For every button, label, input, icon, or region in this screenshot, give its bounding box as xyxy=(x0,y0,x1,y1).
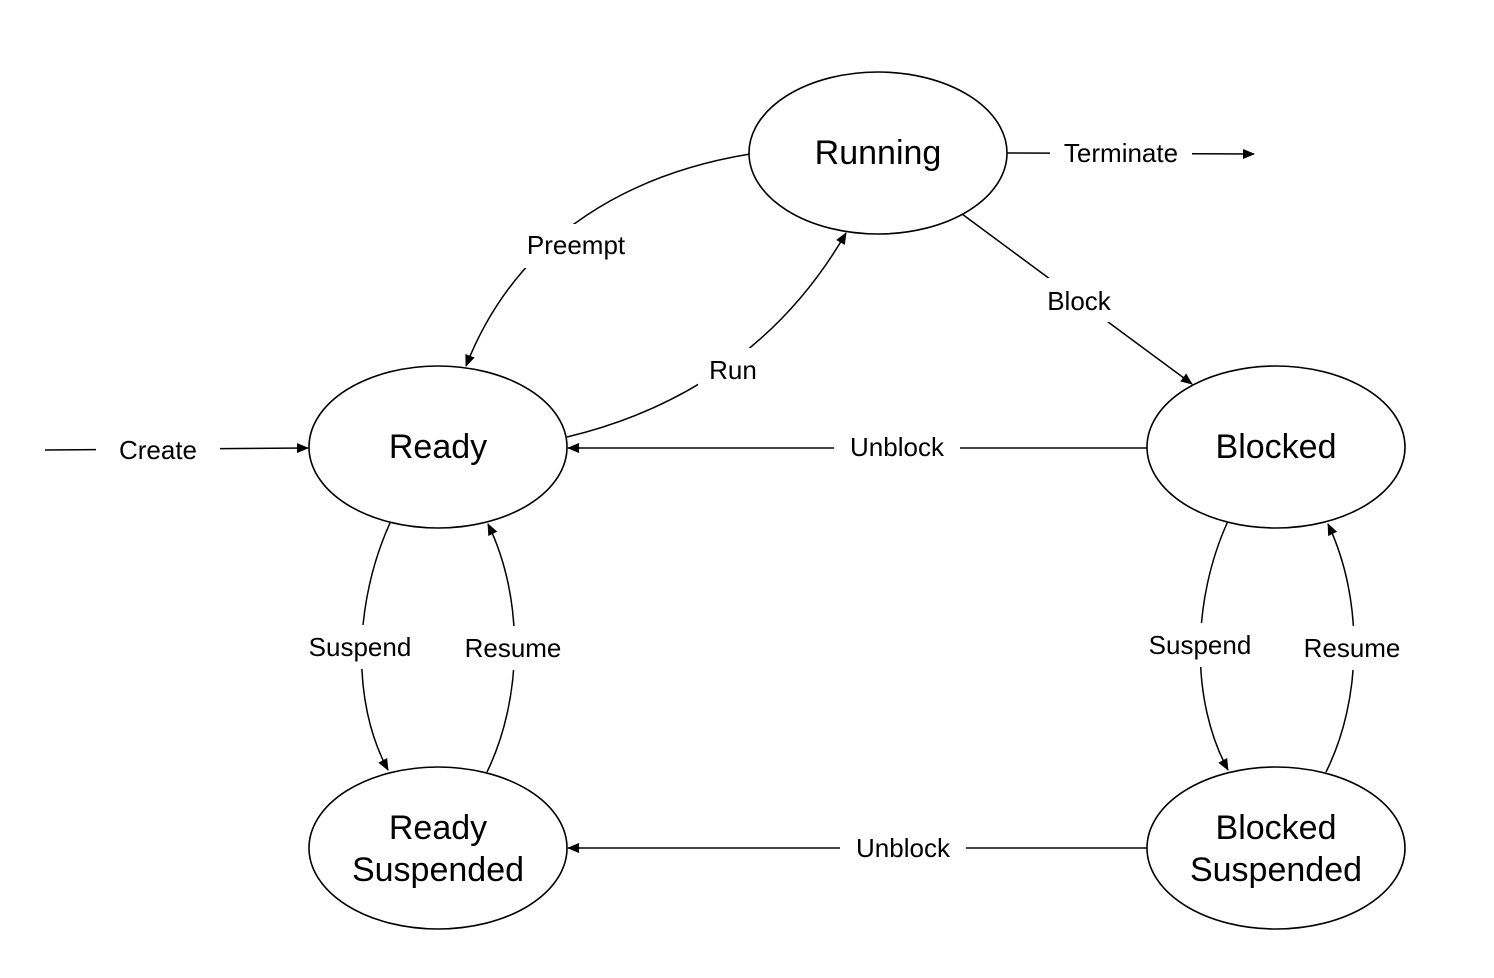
state-blocked-suspended-label-line1: Blocked xyxy=(1216,809,1337,847)
state-blocked: Blocked xyxy=(1146,365,1406,529)
state-ready-label: Ready xyxy=(389,428,487,466)
edge-suspend-right: Suspend xyxy=(1138,520,1262,771)
label-run: Run xyxy=(709,355,757,385)
state-blocked-suspended: Blocked Suspended xyxy=(1146,766,1406,930)
state-ready-suspended-label-line1: Ready xyxy=(389,809,487,847)
state-ready: Ready xyxy=(308,365,568,529)
state-blocked-suspended-label-line2: Suspended xyxy=(1190,851,1362,889)
edge-resume-left: Resume xyxy=(454,523,572,773)
edge-run: Run xyxy=(566,232,847,438)
edge-create: Create xyxy=(44,428,309,472)
label-resume-left: Resume xyxy=(465,633,562,663)
state-running-label: Running xyxy=(815,134,942,172)
label-create: Create xyxy=(119,435,197,465)
label-terminate: Terminate xyxy=(1064,138,1178,168)
state-running: Running xyxy=(748,71,1008,235)
label-suspend-right: Suspend xyxy=(1149,630,1252,660)
state-ready-suspended: Ready Suspended xyxy=(308,766,568,930)
edge-block: Block xyxy=(961,213,1193,385)
edge-terminate: Terminate xyxy=(1006,132,1255,176)
label-preempt: Preempt xyxy=(527,230,626,260)
label-unblock-bottom: Unblock xyxy=(856,833,951,863)
state-ready-suspended-label-line2: Suspended xyxy=(352,851,524,889)
label-block: Block xyxy=(1047,286,1112,316)
edge-unblock-bottom: Unblock xyxy=(567,826,1147,870)
state-blocked-label: Blocked xyxy=(1216,428,1337,466)
label-suspend-left: Suspend xyxy=(309,632,412,662)
edge-suspend-left: Suspend xyxy=(298,522,422,771)
edge-unblock-top: Unblock xyxy=(567,425,1147,469)
edge-preempt: Preempt xyxy=(465,153,751,367)
label-unblock-top: Unblock xyxy=(850,432,945,462)
edge-resume-right: Resume xyxy=(1293,523,1411,773)
label-resume-right: Resume xyxy=(1304,633,1401,663)
